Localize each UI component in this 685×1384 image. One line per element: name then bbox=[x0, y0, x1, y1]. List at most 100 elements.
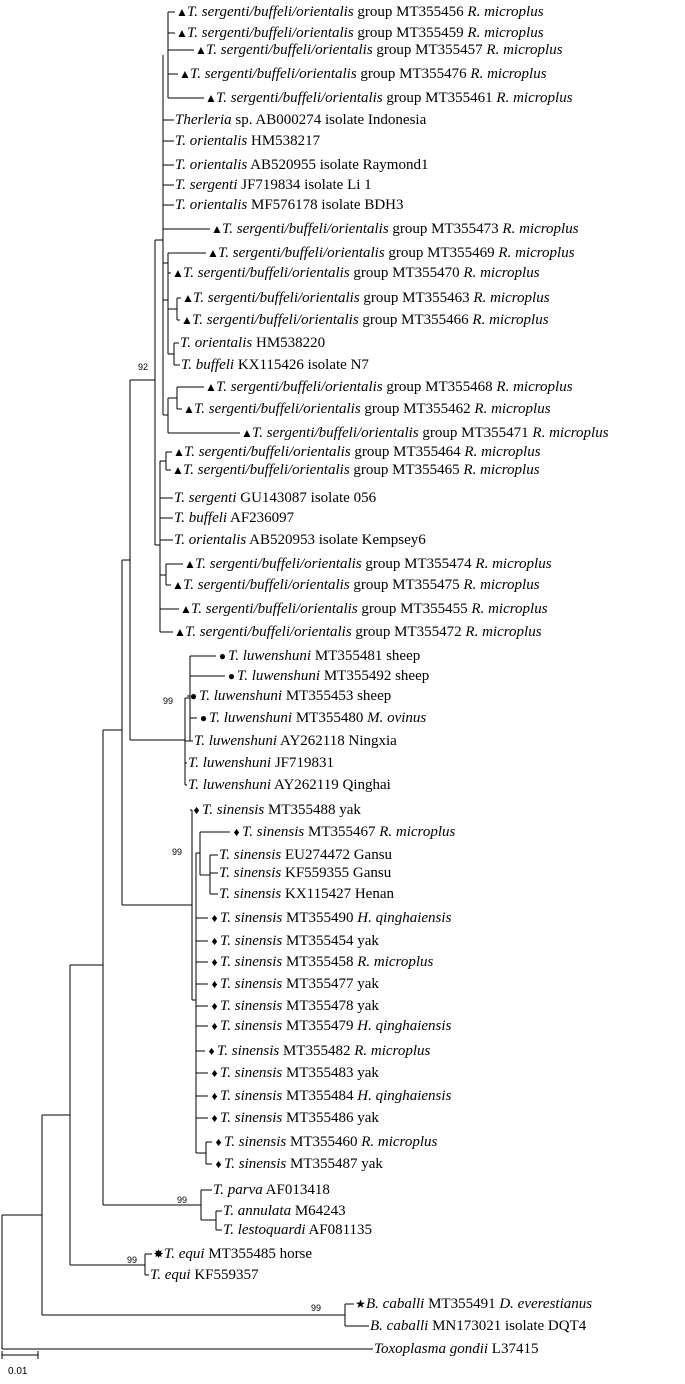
triangle-marker-icon: ▲ bbox=[176, 5, 188, 19]
taxon-label: ▲T. sergenti/buffeli/orientalis group MT… bbox=[205, 89, 573, 107]
taxon-species: T. sergenti/buffeli/orientalis bbox=[187, 4, 354, 20]
taxon-species: T. sergenti bbox=[174, 490, 237, 506]
taxon-species: B. caballi bbox=[370, 1318, 429, 1334]
taxon-accession: MT355485 horse bbox=[204, 1246, 313, 1262]
taxon-accession: AF236097 bbox=[227, 510, 295, 526]
taxon-label: ▲T. sergenti/buffeli/orientalis group MT… bbox=[207, 244, 575, 262]
taxon-host: R. microplus bbox=[463, 265, 540, 281]
bootstrap-label: 99 bbox=[163, 696, 174, 706]
taxon-label: ▲T. sergenti/buffeli/orientalis group MT… bbox=[182, 289, 550, 307]
taxon-label: ★B. caballi MT355491 D. everestianus bbox=[355, 1295, 592, 1313]
taxon-label: ♦T. sinensis MT355460 R. microplus bbox=[213, 1133, 437, 1151]
taxon-label: ●T. luwenshuni MT355492 sheep bbox=[226, 667, 429, 685]
taxon-host: M. ovinus bbox=[367, 710, 427, 726]
taxon-label: T. orientalis HM538220 bbox=[180, 334, 325, 352]
taxon-label: T. luwenshuni AY262118 Ningxia bbox=[194, 732, 397, 750]
taxon-host: R. microplus bbox=[467, 25, 544, 41]
taxon-accession: MT355460 bbox=[286, 1134, 362, 1150]
bootstrap-label: 99 bbox=[177, 1195, 188, 1205]
taxon-species: T. sinensis bbox=[220, 998, 283, 1014]
taxon-label: ♦T. sinensis MT355458 R. microplus bbox=[209, 953, 433, 971]
taxon-species: T. sinensis bbox=[224, 1134, 287, 1150]
taxon-species: T. sinensis bbox=[220, 910, 283, 926]
taxon-accession: group MT355466 bbox=[358, 312, 473, 328]
taxon-species: T. sergenti/buffeli/orientalis bbox=[195, 556, 362, 572]
taxon-label: ▲T. sergenti/buffeli/orientalis group MT… bbox=[195, 41, 563, 59]
taxon-label: T. buffeli KX115426 isolate N7 bbox=[181, 356, 369, 374]
taxon-species: T. sinensis bbox=[220, 1110, 283, 1126]
diamond-marker-icon: ♦ bbox=[215, 1157, 222, 1171]
taxon-species: T. sergenti/buffeli/orientalis bbox=[193, 290, 360, 306]
taxon-label: ▲T. sergenti/buffeli/orientalis group MT… bbox=[205, 378, 573, 396]
taxon-accession: group MT355469 bbox=[384, 245, 499, 261]
taxon-species: T. orientalis bbox=[175, 133, 248, 149]
taxon-accession: MT355479 bbox=[282, 1018, 358, 1034]
taxon-accession: M64243 bbox=[291, 1203, 346, 1219]
taxon-species: T. orientalis bbox=[180, 335, 253, 351]
taxon-accession: MN173021 isolate DQT4 bbox=[428, 1318, 587, 1334]
triangle-marker-icon: ▲ bbox=[180, 602, 192, 616]
taxon-accession: group MT355455 bbox=[357, 601, 472, 617]
circle-marker-icon: ● bbox=[218, 649, 227, 663]
taxon-host: R. microplus bbox=[354, 1043, 431, 1059]
taxon-accession: AF013418 bbox=[262, 1182, 330, 1198]
taxon-accession: HM538217 bbox=[247, 133, 321, 149]
taxon-accession: group MT355456 bbox=[353, 4, 468, 20]
diamond-marker-icon: ♦ bbox=[211, 955, 218, 969]
taxon-label: T. sergenti GU143087 isolate 056 bbox=[174, 489, 376, 507]
taxon-accession: MT355492 sheep bbox=[320, 668, 430, 684]
taxon-accession: EU274472 Gansu bbox=[281, 847, 393, 863]
taxon-host: R. microplus bbox=[361, 1134, 438, 1150]
taxon-host: R. microplus bbox=[465, 624, 542, 640]
taxon-species: T. sergenti/buffeli/orientalis bbox=[194, 401, 361, 417]
taxon-host: R. microplus bbox=[474, 401, 551, 417]
taxon-species: T. equi bbox=[150, 1267, 191, 1283]
taxon-label: ▲T. sergenti/buffeli/orientalis group MT… bbox=[183, 400, 551, 418]
taxon-species: T. sinensis bbox=[219, 847, 282, 863]
taxon-species: T. sergenti/buffeli/orientalis bbox=[218, 245, 385, 261]
taxon-label: T. orientalis HM538217 bbox=[175, 132, 320, 150]
taxon-accession: group MT355465 bbox=[349, 462, 464, 478]
taxon-accession: group MT355475 bbox=[349, 577, 464, 593]
taxon-species: T. buffeli bbox=[174, 510, 228, 526]
taxon-species: Toxoplasma gondii bbox=[374, 1341, 489, 1357]
taxon-accession: group MT355459 bbox=[353, 25, 468, 41]
taxon-label: ▲T. sergenti/buffeli/orientalis group MT… bbox=[211, 220, 579, 238]
taxon-label: T. luwenshuni JF719831 bbox=[188, 754, 334, 772]
taxon-species: B. caballi bbox=[366, 1296, 425, 1312]
taxon-host: R. microplus bbox=[463, 462, 540, 478]
taxon-label: ♦T. sinensis MT355477 yak bbox=[209, 975, 378, 993]
taxon-host: R. microplus bbox=[532, 425, 609, 441]
triangle-marker-icon: ▲ bbox=[205, 380, 217, 394]
taxon-label: ▲T. sergenti/buffeli/orientalis group MT… bbox=[184, 555, 552, 573]
taxon-label: ♦T. sinensis MT355478 yak bbox=[209, 997, 378, 1015]
triangle-marker-icon: ▲ bbox=[172, 463, 184, 477]
taxon-label: ♦T. sinensis MT355482 R. microplus bbox=[206, 1042, 430, 1060]
taxon-accession: group MT355473 bbox=[388, 221, 503, 237]
taxon-label: ▲T. sergenti/buffeli/orientalis group MT… bbox=[176, 3, 544, 21]
taxon-species: T. equi bbox=[164, 1246, 205, 1262]
taxon-label: T. buffeli AF236097 bbox=[174, 509, 294, 527]
circle-marker-icon: ● bbox=[199, 711, 208, 725]
bootstrap-label: 99 bbox=[311, 1303, 322, 1313]
asterisk-marker-icon: ✸ bbox=[153, 1247, 164, 1261]
triangle-marker-icon: ▲ bbox=[207, 246, 219, 260]
taxon-accession: MT355453 sheep bbox=[282, 688, 392, 704]
taxon-host: R. microplus bbox=[502, 221, 579, 237]
taxon-accession: group MT355471 bbox=[418, 425, 533, 441]
taxon-accession: MT355454 yak bbox=[282, 933, 379, 949]
taxon-label: ♦T. sinensis MT355486 yak bbox=[209, 1109, 378, 1127]
taxon-accession: group MT355474 bbox=[361, 556, 476, 572]
circle-marker-icon: ● bbox=[189, 689, 198, 703]
taxon-species: T. sergenti/buffeli/orientalis bbox=[183, 462, 350, 478]
taxon-species: T. sinensis bbox=[224, 1156, 287, 1172]
taxon-accession: group MT355470 bbox=[349, 265, 464, 281]
taxon-label: T. sinensis EU274472 Gansu bbox=[219, 846, 392, 864]
triangle-marker-icon: ▲ bbox=[184, 557, 196, 571]
taxon-accession: group MT355461 bbox=[382, 90, 497, 106]
taxon-label: ✸T. equi MT355485 horse bbox=[153, 1245, 312, 1263]
taxon-species: T. sergenti/buffeli/orientalis bbox=[183, 265, 350, 281]
triangle-marker-icon: ▲ bbox=[174, 625, 186, 639]
taxon-species: T. sinensis bbox=[220, 1018, 283, 1034]
